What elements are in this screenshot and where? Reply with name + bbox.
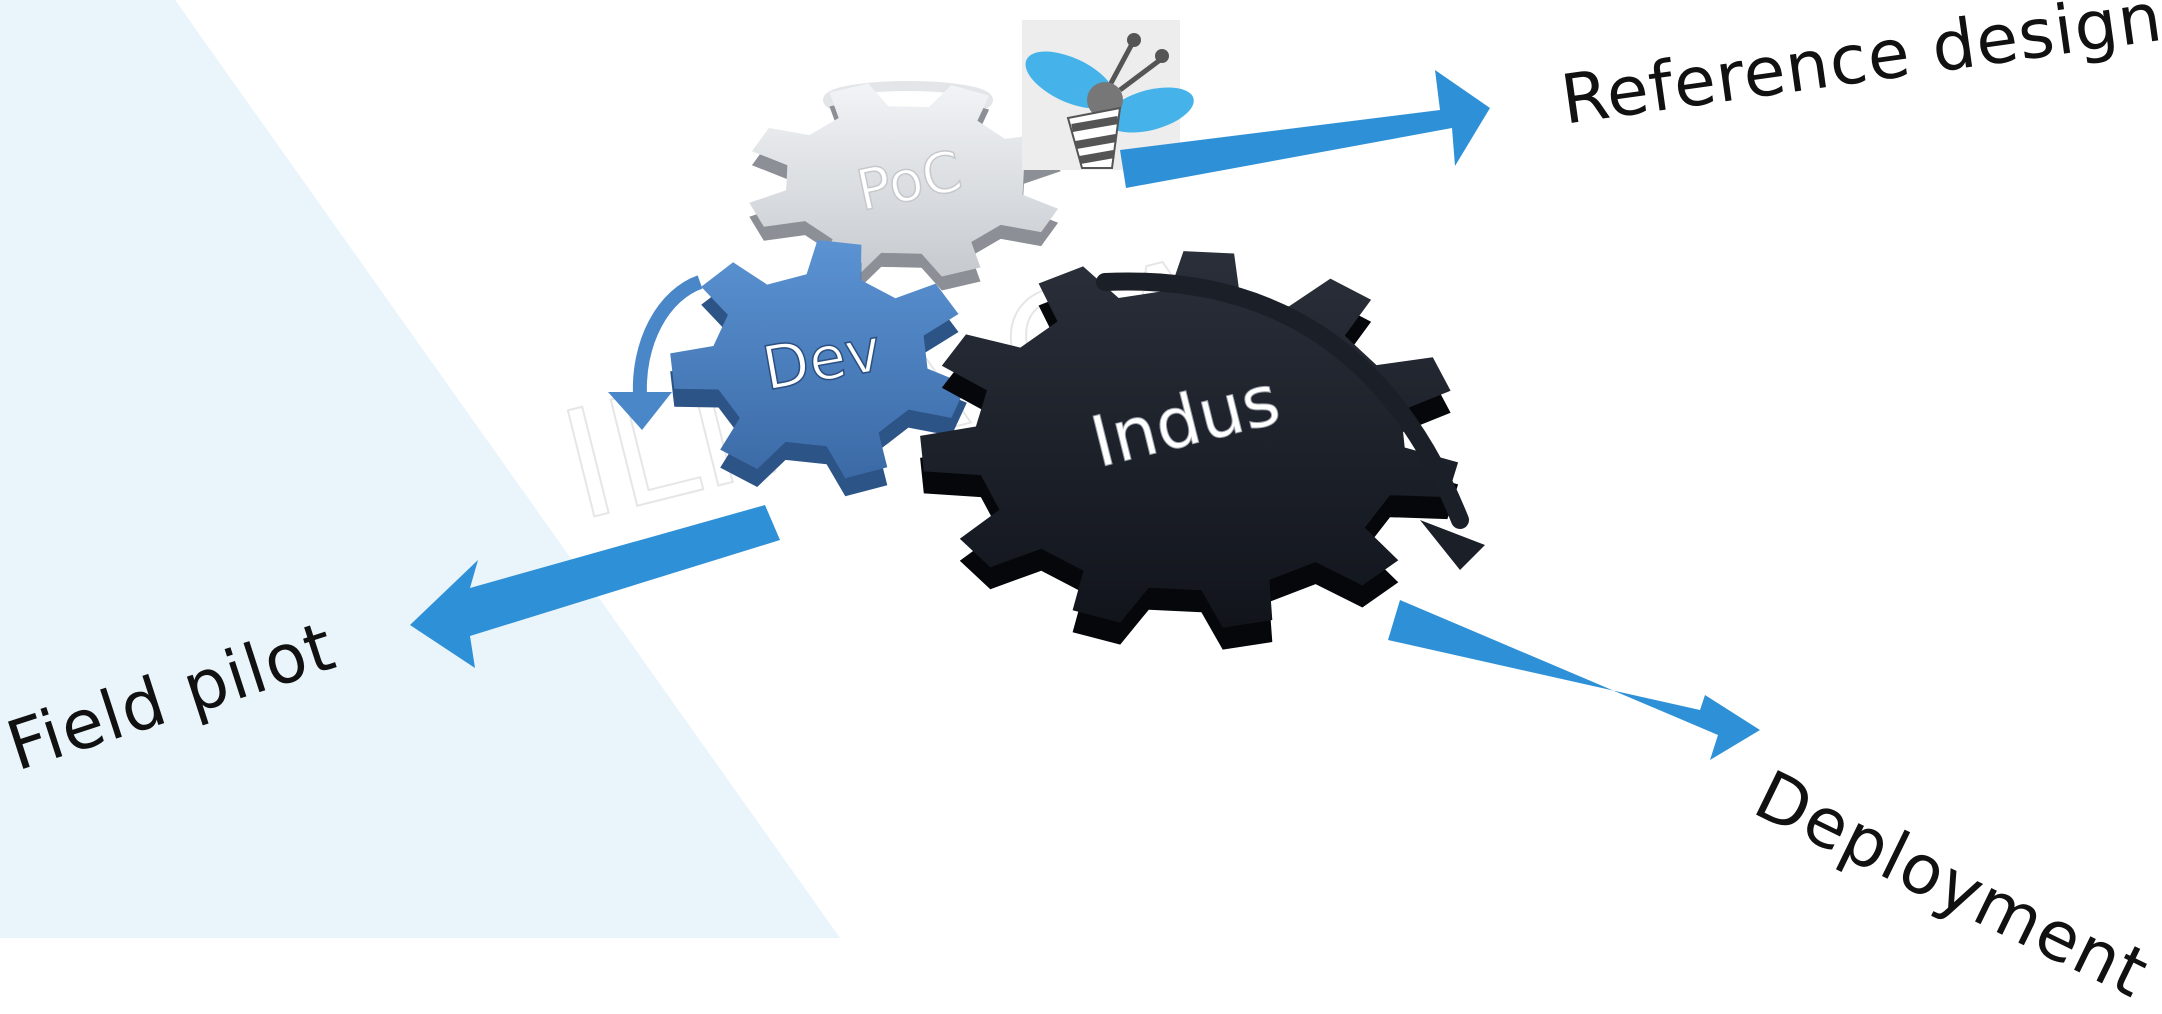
- reference-design-arrow: [1120, 70, 1490, 188]
- dev-gear: Dev: [670, 240, 967, 497]
- poc-gear: PoC: [749, 81, 1061, 291]
- rotation-arrow-icon: [1096, 272, 1485, 570]
- background-panel: [0, 0, 840, 938]
- deployment-arrow: [1388, 600, 1760, 760]
- bee-logo-icon: [1022, 20, 1194, 170]
- rotation-arrow-icon: [608, 275, 703, 430]
- field-pilot-arrow: [410, 505, 780, 668]
- process-diagram: ILIMA GA PoC Dev Indus: [410, 20, 1760, 760]
